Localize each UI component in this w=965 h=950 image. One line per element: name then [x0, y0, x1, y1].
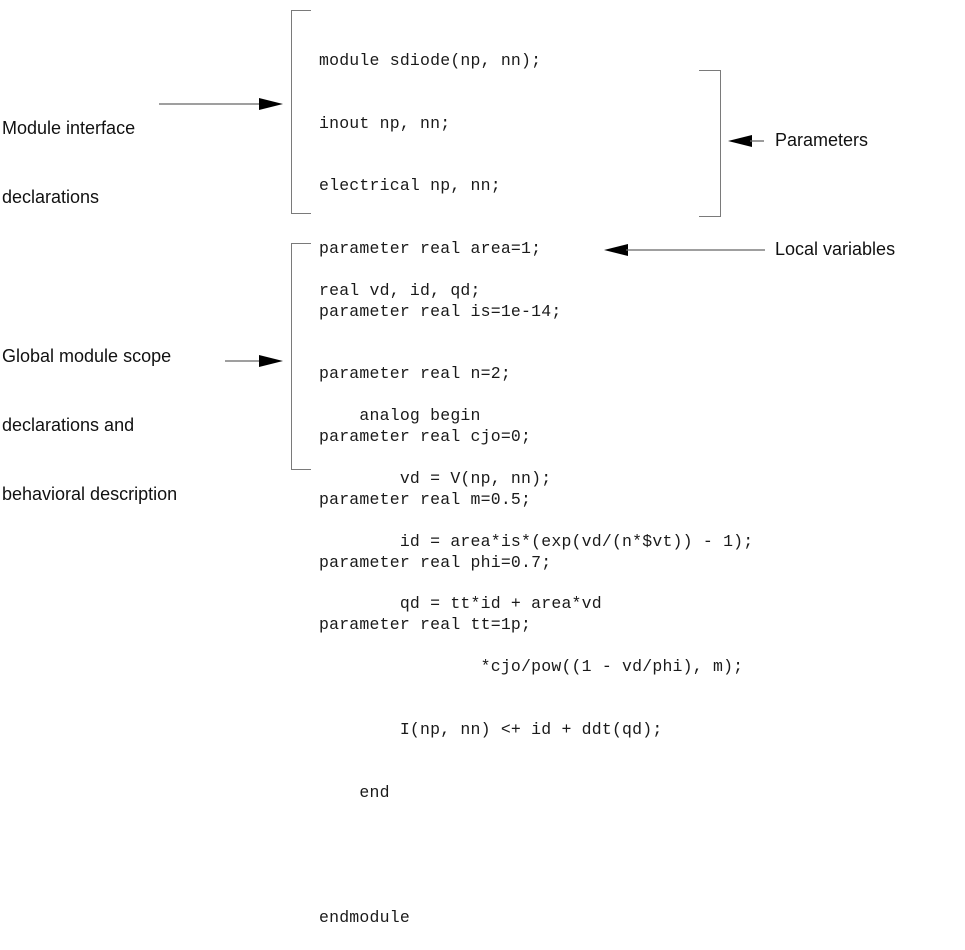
code-line: inout np, nn;	[319, 113, 451, 133]
local-variables-label: Local variables	[775, 239, 896, 259]
global-scope-label: Global module scope declarations and beh…	[2, 299, 177, 529]
global-scope-arrow-icon	[225, 355, 283, 367]
code-line: parameter real area=1;	[319, 238, 542, 258]
code-line: parameter real cjo=0;	[319, 427, 532, 447]
parameters-arrow-icon	[728, 135, 764, 147]
label-line: behavioral description	[2, 484, 178, 504]
code-line: electrical np, nn;	[319, 176, 501, 196]
code-line: module sdiode(np, nn);	[319, 50, 542, 70]
code-line: real vd, id, qd;	[319, 280, 481, 300]
code-line: parameter real is=1e-14;	[319, 301, 562, 321]
module-interface-label: Module interface declarations	[2, 71, 135, 232]
code-line: analog begin	[319, 406, 481, 426]
code-line	[319, 344, 753, 365]
module-interface-arrow-icon	[159, 98, 283, 110]
code-line: *cjo/pow((1 - vd/phi), m);	[319, 657, 744, 677]
label-line: Module interface	[2, 118, 136, 138]
code-line: id = area*is*(exp(vd/(n*$vt)) - 1);	[319, 531, 754, 551]
local-variables-arrow-icon	[604, 244, 765, 256]
parameters-label: Parameters	[775, 130, 869, 150]
label-line: declarations and	[2, 415, 135, 435]
label-line: Global module scope	[2, 346, 172, 366]
code-line: qd = tt*id + area*vd	[319, 594, 602, 614]
code-line	[319, 845, 753, 866]
code-line: I(np, nn) <+ id + ddt(qd);	[319, 719, 663, 739]
behavior-code-block: real vd, id, qd; analog begin vd = V(np,…	[319, 239, 753, 950]
code-line: parameter real n=2;	[319, 364, 511, 384]
behavior-bracket	[291, 243, 311, 470]
parameters-bracket	[699, 70, 721, 217]
interface-bracket	[291, 10, 311, 214]
code-line: endmodule	[319, 907, 410, 927]
code-line: vd = V(np, nn);	[319, 468, 552, 488]
code-line: end	[319, 782, 390, 802]
label-line: declarations	[2, 187, 100, 207]
